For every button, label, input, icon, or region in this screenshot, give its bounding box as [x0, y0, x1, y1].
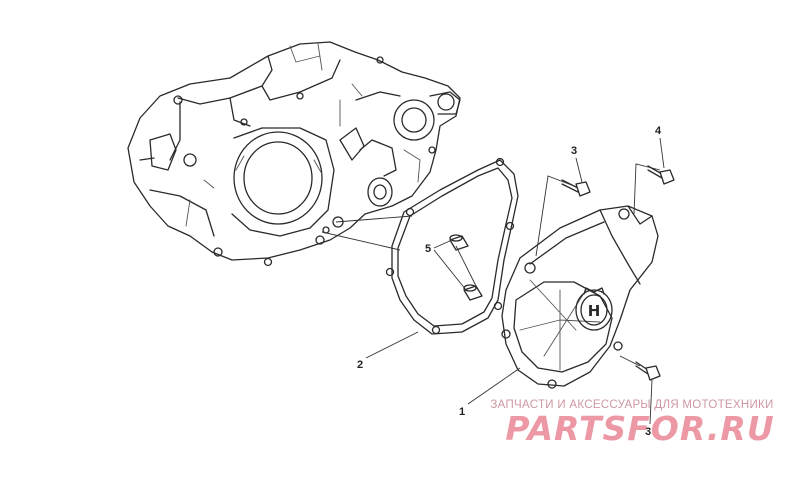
svg-text:2: 2	[357, 359, 363, 371]
dowel-pins-part-5	[449, 234, 483, 301]
dowel-pin-lower	[463, 284, 483, 301]
ignition-cover-part-1: H	[501, 205, 659, 389]
bolt-part-3-top	[561, 179, 591, 197]
callout-2: 2	[357, 331, 419, 371]
bolt-part-3-bottom	[635, 361, 661, 381]
brand-logo-letter: H	[588, 302, 601, 320]
svg-text:3: 3	[645, 426, 651, 438]
watermark: ЗАПЧАСТИ И АКСЕССУАРЫ ДЛЯ МОТОТЕХНИКИ PA…	[490, 399, 774, 448]
callout-5: 5	[425, 239, 467, 291]
dowel-pin-upper	[449, 234, 469, 251]
engine-crankcase	[127, 41, 461, 267]
svg-text:3: 3	[571, 145, 577, 157]
svg-text:5: 5	[425, 243, 431, 255]
gasket-part-2	[385, 157, 519, 335]
watermark-brand: PARTSFOR.RU	[505, 409, 774, 448]
bolt-part-4	[647, 165, 675, 185]
watermark-subtitle: ЗАПЧАСТИ И АКСЕССУАРЫ ДЛЯ МОТОТЕХНИКИ	[490, 399, 773, 411]
callout-3-bottom: 3	[645, 379, 653, 438]
svg-text:4: 4	[655, 125, 662, 137]
callout-1: 1	[459, 367, 521, 418]
svg-text:1: 1	[459, 406, 465, 418]
assembly-guide-lines	[321, 163, 661, 367]
callout-4: 4	[655, 125, 665, 169]
callout-3-top: 3	[571, 145, 583, 183]
